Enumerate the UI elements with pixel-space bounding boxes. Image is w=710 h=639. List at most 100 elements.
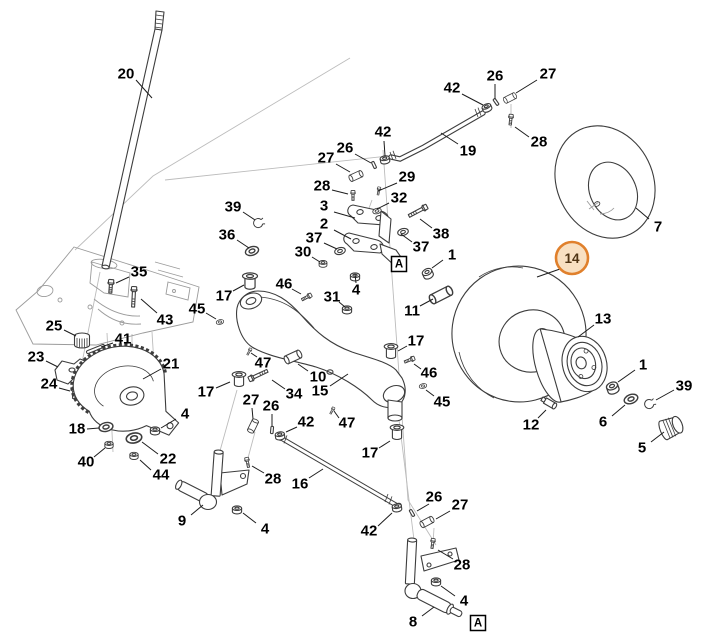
leader-line bbox=[63, 329, 77, 337]
part-number-26: 26 bbox=[337, 140, 354, 157]
leader-line bbox=[271, 379, 286, 390]
callout-42: 42 bbox=[285, 414, 314, 433]
part-number-43: 43 bbox=[157, 312, 174, 329]
callout-22: 22 bbox=[141, 441, 177, 468]
section-marker-A: A bbox=[390, 255, 408, 273]
leader-line bbox=[378, 440, 391, 449]
spacer-11 bbox=[427, 284, 455, 306]
callout-1: 1 bbox=[617, 357, 647, 383]
leader-line bbox=[354, 273, 357, 284]
spindle-right-8 bbox=[404, 537, 463, 618]
callout-28: 28 bbox=[514, 126, 548, 151]
leader-line bbox=[537, 409, 547, 419]
part-number-16: 16 bbox=[292, 476, 309, 493]
callout-8: 8 bbox=[409, 606, 435, 631]
part-number-45: 45 bbox=[434, 394, 451, 411]
part-number-20: 20 bbox=[118, 66, 135, 83]
dash-plate bbox=[15, 246, 200, 346]
part-number-37: 37 bbox=[413, 239, 430, 256]
inner-tube-7 bbox=[554, 125, 656, 239]
washer-45 bbox=[418, 382, 428, 390]
part-number-34: 34 bbox=[286, 386, 303, 403]
callout-19: 19 bbox=[440, 132, 477, 160]
part-number-2: 2 bbox=[320, 216, 328, 233]
callout-45: 45 bbox=[189, 301, 217, 320]
leader-line bbox=[435, 510, 451, 520]
bolt-28 bbox=[243, 456, 252, 469]
callout-30: 30 bbox=[295, 244, 321, 263]
part-number-28: 28 bbox=[454, 557, 471, 574]
leader-line bbox=[100, 342, 114, 348]
wheel-rim-13 bbox=[532, 328, 608, 403]
part-number-6: 6 bbox=[599, 414, 607, 431]
leader-line bbox=[333, 211, 356, 219]
callout-4: 4 bbox=[160, 406, 190, 429]
callout-16: 16 bbox=[292, 468, 324, 493]
callout-26: 26 bbox=[263, 398, 279, 426]
callout-10: 10 bbox=[297, 363, 326, 386]
callout-27: 27 bbox=[318, 150, 351, 173]
part-number-38: 38 bbox=[433, 226, 450, 243]
bolt-28 bbox=[350, 190, 356, 201]
part-number-19: 19 bbox=[460, 143, 477, 160]
part-number-32: 32 bbox=[391, 190, 408, 207]
part-number-22: 22 bbox=[160, 451, 177, 468]
part-number-40: 40 bbox=[78, 454, 95, 471]
part-number-42: 42 bbox=[444, 80, 461, 97]
part-number-27: 27 bbox=[318, 150, 335, 167]
leader-line bbox=[291, 288, 302, 295]
callout-38: 38 bbox=[419, 218, 450, 243]
marker-box bbox=[390, 255, 408, 273]
leader-line bbox=[338, 301, 346, 308]
washer-37 bbox=[333, 245, 347, 257]
nut-30 bbox=[318, 260, 328, 268]
leader-line bbox=[139, 459, 152, 471]
flange-nut-42 bbox=[391, 502, 403, 514]
callout-28: 28 bbox=[314, 178, 349, 195]
bolt-46 bbox=[300, 292, 314, 303]
part-number-18: 18 bbox=[69, 421, 86, 438]
part-number-28: 28 bbox=[314, 178, 331, 195]
leader-line bbox=[250, 352, 258, 358]
callout-2: 2 bbox=[320, 216, 352, 240]
callout-44: 44 bbox=[139, 459, 170, 484]
screw-47 bbox=[328, 406, 336, 415]
callout-5: 5 bbox=[638, 431, 665, 457]
part-number-13: 13 bbox=[595, 311, 612, 328]
callout-11: 11 bbox=[404, 298, 434, 320]
part-number-3: 3 bbox=[320, 198, 328, 215]
axle-beam-15 bbox=[236, 290, 406, 422]
joint-pin-27 bbox=[502, 91, 518, 105]
part-number-9: 9 bbox=[178, 513, 186, 530]
callout-32: 32 bbox=[376, 190, 408, 210]
leader-line bbox=[58, 387, 71, 392]
projection-lines bbox=[74, 57, 512, 546]
callout-40: 40 bbox=[78, 447, 106, 471]
part-number-39: 39 bbox=[676, 378, 693, 395]
leader-line bbox=[650, 431, 665, 443]
highlighted-callout-14: 14 bbox=[536, 240, 590, 278]
callout-3: 3 bbox=[320, 198, 356, 219]
leader-line bbox=[311, 256, 321, 263]
part-number-46: 46 bbox=[421, 365, 438, 382]
callout-25: 25 bbox=[46, 318, 77, 337]
leader-line bbox=[413, 363, 422, 370]
nut-44 bbox=[129, 451, 139, 461]
part-number-15: 15 bbox=[312, 383, 329, 400]
part-number-44: 44 bbox=[153, 467, 170, 484]
leader-line bbox=[419, 298, 434, 307]
snap-ring-39 bbox=[642, 396, 658, 411]
bushing-1 bbox=[420, 266, 436, 282]
callout-12: 12 bbox=[523, 409, 547, 434]
leader-line bbox=[461, 93, 484, 106]
callout-37: 37 bbox=[400, 233, 430, 256]
part-number-39: 39 bbox=[225, 199, 242, 216]
part-number-47: 47 bbox=[339, 415, 356, 432]
part-number-28: 28 bbox=[531, 134, 548, 151]
callout-9: 9 bbox=[178, 504, 204, 530]
part-number-36: 36 bbox=[219, 227, 236, 244]
leader-line bbox=[285, 426, 298, 433]
part-number-5: 5 bbox=[638, 440, 646, 457]
leader-line bbox=[376, 202, 390, 210]
